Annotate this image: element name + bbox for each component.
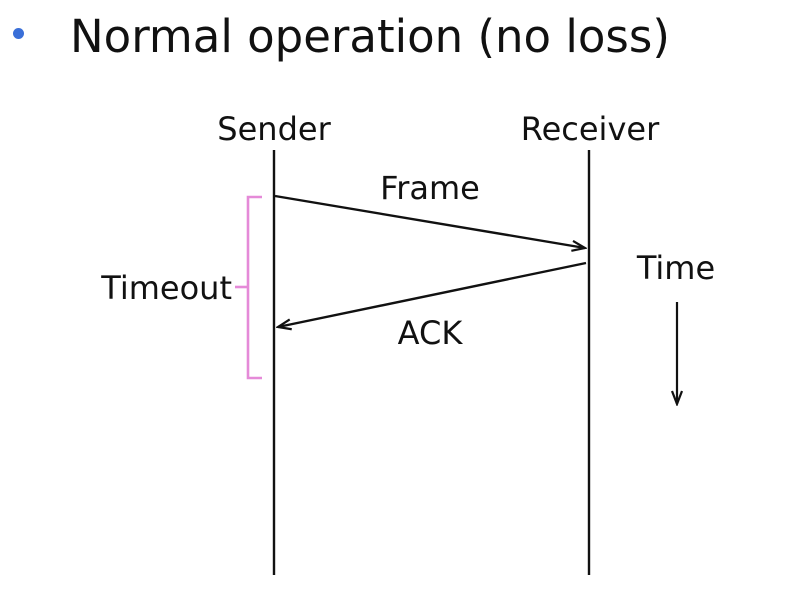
timeout-bracket bbox=[246, 195, 262, 380]
ack-label: ACK bbox=[398, 314, 464, 352]
ack-arrow bbox=[278, 261, 587, 327]
bullet-point bbox=[13, 28, 24, 39]
timeout-label: Timeout bbox=[100, 269, 232, 307]
frame-arrow bbox=[274, 194, 585, 248]
slide-title: Normal operation (no loss) bbox=[70, 10, 670, 63]
time-label: Time bbox=[636, 249, 715, 287]
frame-label: Frame bbox=[380, 169, 480, 207]
sender-label: Sender bbox=[217, 110, 331, 148]
receiver-label: Receiver bbox=[521, 110, 660, 148]
